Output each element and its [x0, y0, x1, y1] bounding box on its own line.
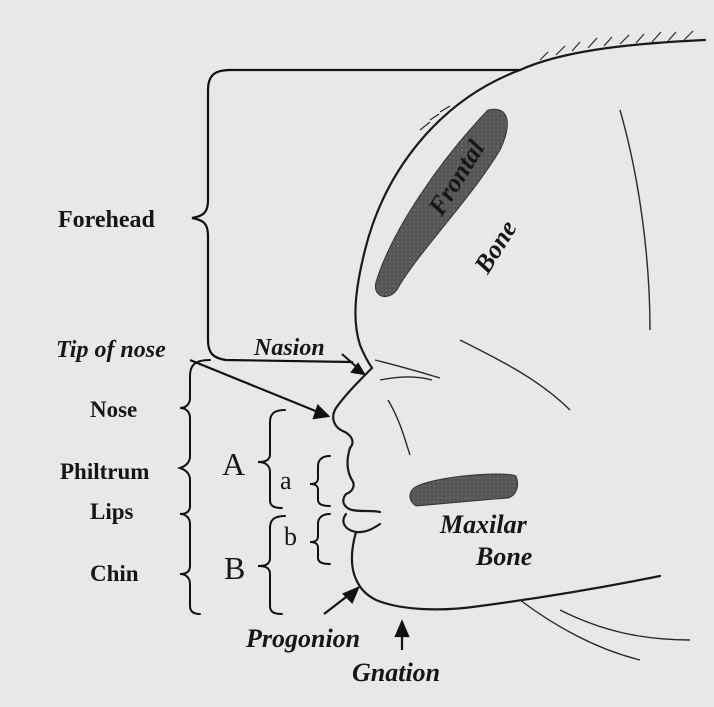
maxilar-bone-label-line1: Maxilar [440, 512, 527, 538]
maxilar-bone-shape [410, 474, 518, 506]
nose-label: Nose [90, 398, 137, 421]
segment-b-lower-label: b [284, 524, 297, 550]
philtrum-label: Philtrum [60, 460, 149, 483]
chin-label: Chin [90, 562, 139, 585]
hair-strokes [420, 31, 693, 130]
progonion-label: Progonion [246, 626, 360, 652]
small-ab-brackets [310, 456, 330, 564]
progonion-arrow [324, 588, 358, 614]
tip-of-nose-label: Tip of nose [56, 338, 166, 362]
lips-label: Lips [90, 500, 133, 523]
ab-brackets [258, 410, 285, 614]
nasion-arrow [342, 354, 364, 374]
segment-a-upper-label: A [222, 448, 245, 480]
maxilar-bone-label-line2: Bone [476, 544, 532, 570]
tip-of-nose-pointer [190, 360, 328, 418]
gnation-label: Gnation [352, 660, 440, 686]
gnation-arrow [396, 622, 408, 650]
forehead-label: Forehead [58, 208, 155, 232]
feature-brackets [180, 360, 210, 614]
segment-a-lower-label: a [280, 468, 292, 494]
segment-b-upper-label: B [224, 552, 245, 584]
nasion-label: Nasion [254, 336, 325, 360]
